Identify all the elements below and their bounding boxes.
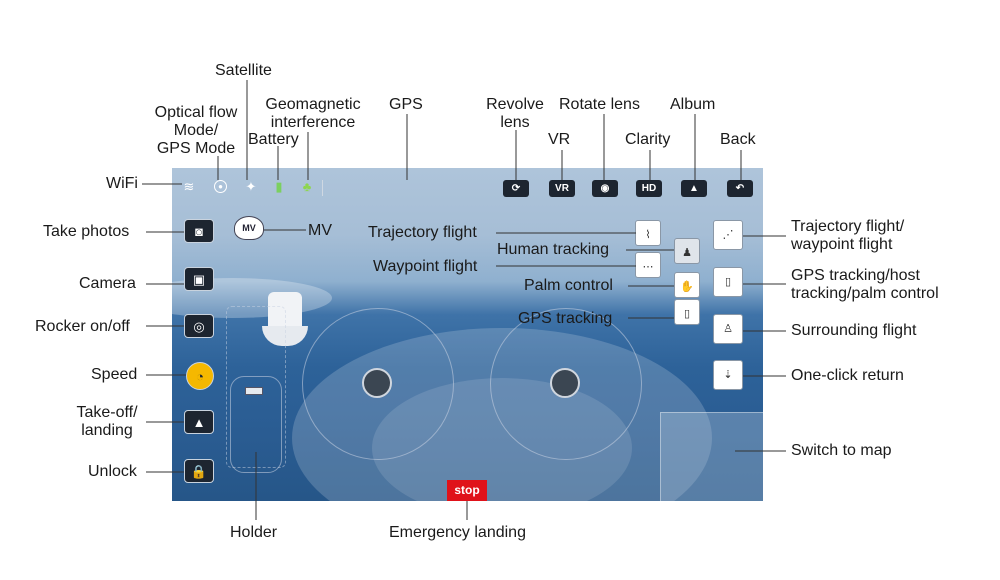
label-revolve-lens: Revolve lens bbox=[486, 96, 544, 131]
label-holder: Holder bbox=[230, 524, 278, 541]
triangle-up-icon[interactable]: ▲ bbox=[184, 410, 214, 434]
back-arrow-icon[interactable]: ↶ bbox=[727, 180, 753, 197]
right-joystick[interactable] bbox=[490, 308, 642, 460]
label-camera: Camera bbox=[79, 275, 136, 292]
waypoint-flight-icon[interactable]: ⋯ bbox=[635, 252, 661, 278]
label-back: Back bbox=[720, 131, 756, 148]
trajectory-waypoint-icon[interactable]: ⋰ bbox=[713, 220, 743, 250]
label-clarity: Clarity bbox=[625, 131, 671, 148]
holder-handle[interactable] bbox=[245, 387, 263, 395]
label-palm-control: Palm control bbox=[524, 277, 613, 294]
gps-tracking-icon[interactable]: ▯ bbox=[674, 299, 700, 325]
hd-button[interactable]: HD bbox=[636, 180, 662, 197]
label-take-photos: Take photos bbox=[43, 223, 130, 240]
label-human-tracking: Human tracking bbox=[497, 241, 610, 258]
vr-button[interactable]: VR bbox=[549, 180, 575, 197]
video-camera-icon[interactable]: ▣ bbox=[184, 267, 214, 291]
gamepad-icon[interactable]: ◎ bbox=[184, 314, 214, 338]
magnet-icon: ♣ bbox=[302, 179, 312, 194]
battery-icon: ▮ bbox=[275, 179, 283, 194]
label-geomagnetic: Geomagnetic interference bbox=[265, 96, 361, 131]
surrounding-flight-icon[interactable]: ♙ bbox=[713, 314, 743, 344]
palm-control-icon[interactable]: ✋ bbox=[674, 272, 700, 298]
label-gps-host-palm: GPS tracking/host tracking/palm control bbox=[791, 267, 939, 302]
label-switch-map: Switch to map bbox=[791, 442, 892, 459]
camera-icon[interactable]: ◙ bbox=[184, 219, 214, 243]
left-joystick-knob[interactable] bbox=[362, 368, 392, 398]
label-satellite: Satellite bbox=[215, 62, 272, 79]
gps-host-palm-icon[interactable]: ▯ bbox=[713, 267, 743, 297]
label-trajectory-flight: Trajectory flight bbox=[368, 224, 477, 241]
trajectory-flight-icon[interactable]: ⌇ bbox=[635, 220, 661, 246]
image-icon[interactable]: ▲ bbox=[681, 180, 707, 197]
wifi-icon: ≋ bbox=[183, 179, 195, 194]
label-waypoint-flight: Waypoint flight bbox=[373, 258, 478, 275]
gear-icon[interactable]: ● bbox=[214, 180, 227, 193]
one-click-return-icon[interactable]: ⇣ bbox=[713, 360, 743, 390]
label-gps-tracking: GPS tracking bbox=[518, 310, 613, 327]
left-joystick[interactable] bbox=[302, 308, 454, 460]
label-album: Album bbox=[670, 96, 716, 113]
human-tracking-icon[interactable]: ♟ bbox=[674, 238, 700, 264]
label-trajectory-waypoint: Trajectory flight/ waypoint flight bbox=[791, 218, 905, 253]
label-gps: GPS bbox=[389, 96, 423, 113]
label-emergency: Emergency landing bbox=[389, 524, 526, 541]
stop-button[interactable]: stop bbox=[447, 480, 487, 501]
label-wifi: WiFi bbox=[106, 175, 138, 192]
label-unlock: Unlock bbox=[88, 463, 137, 480]
label-optical-flow: Optical flow Mode/ GPS Mode bbox=[154, 104, 238, 157]
label-mv: MV bbox=[308, 222, 332, 239]
label-battery: Battery bbox=[248, 131, 299, 148]
lock-icon[interactable]: 🔒 bbox=[184, 459, 214, 483]
label-takeoff: Take-off/ landing bbox=[76, 404, 138, 439]
label-speed: Speed bbox=[91, 366, 138, 383]
satellite-icon: ✦ bbox=[245, 179, 257, 194]
label-surrounding-flight: Surrounding flight bbox=[791, 322, 917, 339]
label-vr: VR bbox=[548, 131, 571, 148]
map-thumbnail[interactable] bbox=[660, 412, 763, 501]
mv-button[interactable]: MV bbox=[234, 216, 264, 240]
right-joystick-knob[interactable] bbox=[550, 368, 580, 398]
label-rocker: Rocker on/off bbox=[35, 318, 130, 335]
revolve-icon[interactable]: ⟳ bbox=[503, 180, 529, 197]
label-one-click-return: One-click return bbox=[791, 367, 904, 384]
gps-readout bbox=[322, 180, 455, 196]
holder-frame bbox=[226, 306, 286, 468]
rotate-icon[interactable]: ◉ bbox=[592, 180, 618, 197]
label-rotate-lens: Rotate lens bbox=[559, 96, 640, 113]
speed-icon[interactable]: ◔ bbox=[186, 362, 214, 390]
app-screen: ≋ ● ✦ ▮ ♣ ⟳ VR ◉ HD ▲ ↶ ◙ MV ▣ ◎ ◔ ▲ 🔒 ⌇… bbox=[172, 168, 763, 501]
